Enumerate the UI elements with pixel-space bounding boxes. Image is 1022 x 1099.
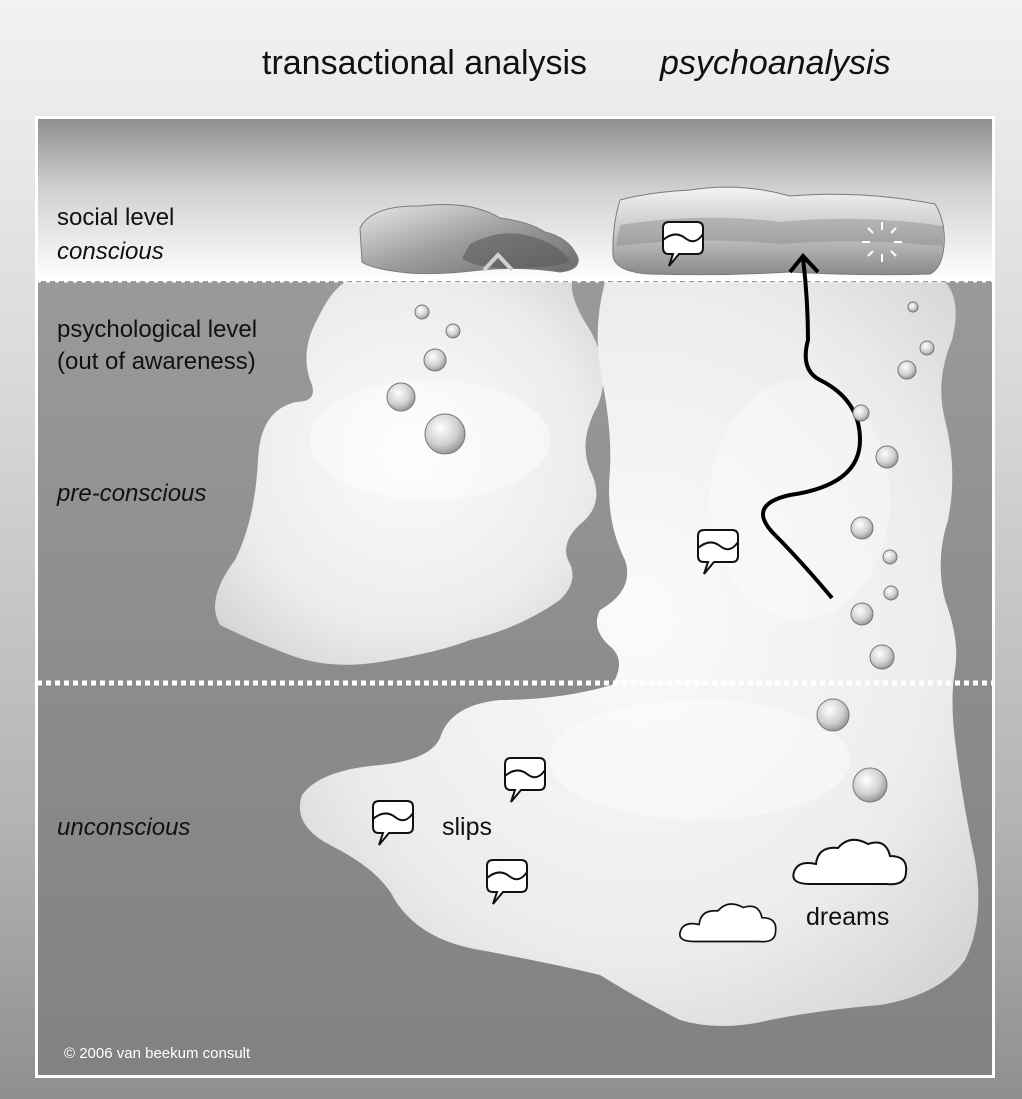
iceberg-left-submerged xyxy=(215,282,604,665)
label-slips: slips xyxy=(442,813,493,841)
arrow-wavy xyxy=(761,257,863,600)
arrow-wavy-head xyxy=(788,252,820,274)
label-social-level: social level xyxy=(57,204,175,231)
diagram-frame xyxy=(35,116,995,1078)
label-pre-conscious: pre-conscious xyxy=(57,480,207,507)
bubbles xyxy=(386,301,935,803)
arrow-straight-head xyxy=(482,252,514,272)
header-psychoanalysis: psychoanalysis xyxy=(660,44,891,82)
burst-icon xyxy=(862,222,902,262)
label-unconscious: unconscious xyxy=(57,814,191,841)
label-dreams: dreams xyxy=(806,903,890,931)
label-psychological-level: psychological level xyxy=(57,316,258,343)
iceberg-right-submerged xyxy=(299,282,979,1026)
header-transactional-analysis: transactional analysis xyxy=(262,44,588,82)
label-out-of-awareness: (out of awareness) xyxy=(57,348,256,375)
label-conscious: conscious xyxy=(57,238,164,265)
copyright-text: © 2006 van beekum consult xyxy=(64,1045,251,1062)
